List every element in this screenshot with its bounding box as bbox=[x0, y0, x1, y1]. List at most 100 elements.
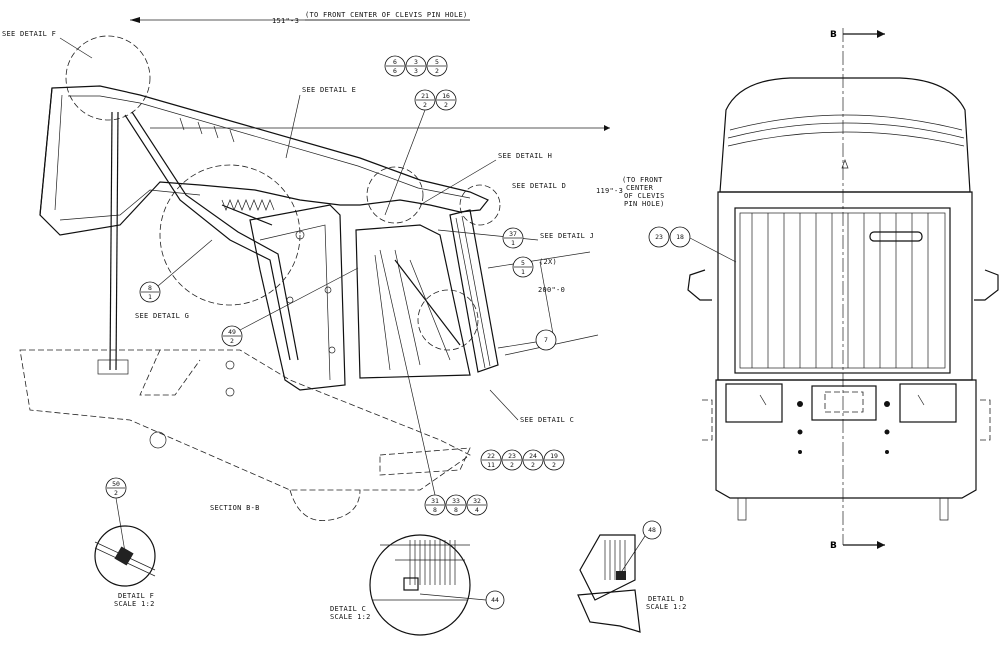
detail-d-scale: SCALE 1:2 bbox=[646, 603, 687, 611]
balloon: 502 bbox=[105, 477, 127, 499]
leader-line bbox=[59, 37, 93, 59]
balloon: 324 bbox=[466, 494, 488, 516]
svg-text:3: 3 bbox=[414, 58, 418, 66]
svg-text:48: 48 bbox=[648, 526, 656, 534]
mid-dimension: 200"-0 bbox=[538, 286, 565, 294]
see-detail-j-label: SEE DETAIL J bbox=[540, 232, 594, 240]
see-detail-g-label: SEE DETAIL G bbox=[135, 312, 189, 320]
balloon: 18 bbox=[669, 226, 691, 248]
svg-text:1: 1 bbox=[148, 293, 152, 301]
svg-text:5: 5 bbox=[521, 259, 525, 267]
svg-text:1: 1 bbox=[521, 268, 525, 276]
balloon: 212 bbox=[414, 89, 436, 111]
right-dim-note-1: (TO FRONT bbox=[622, 176, 663, 184]
radiator bbox=[355, 209, 499, 379]
gas-spring bbox=[221, 199, 275, 226]
svg-text:2: 2 bbox=[230, 337, 234, 345]
balloon: 7 bbox=[535, 329, 557, 351]
svg-text:22: 22 bbox=[487, 452, 495, 460]
see-detail-f-label: SEE DETAIL F bbox=[2, 30, 56, 38]
svg-text:16: 16 bbox=[442, 92, 450, 100]
balloon: 51 bbox=[512, 256, 534, 278]
svg-text:3: 3 bbox=[414, 67, 418, 75]
svg-text:1: 1 bbox=[511, 239, 515, 247]
svg-text:50: 50 bbox=[112, 480, 120, 488]
balloon: 48 bbox=[642, 520, 662, 540]
dimension-value: 151"-3 bbox=[272, 17, 299, 25]
svg-text:8: 8 bbox=[148, 284, 152, 292]
balloon: 66 bbox=[384, 55, 406, 77]
svg-text:4: 4 bbox=[475, 506, 479, 514]
balloon: 192 bbox=[543, 449, 565, 471]
detail-f-scale: SCALE 1:2 bbox=[114, 600, 155, 608]
detail-h-circle bbox=[366, 166, 424, 224]
dimension-note: (TO FRONT CENTER OF CLEVIS PIN HOLE) bbox=[305, 11, 468, 19]
see-detail-h-label: SEE DETAIL H bbox=[498, 152, 552, 160]
svg-text:2: 2 bbox=[531, 461, 535, 469]
detail-f-title: DETAIL F bbox=[118, 592, 154, 600]
see-detail-d-label: SEE DETAIL D bbox=[512, 182, 566, 190]
svg-text:2: 2 bbox=[435, 67, 439, 75]
detail-c-title: DETAIL C bbox=[330, 605, 366, 613]
svg-text:49: 49 bbox=[228, 328, 236, 336]
balloon: 44 bbox=[485, 590, 505, 610]
svg-text:2: 2 bbox=[552, 461, 556, 469]
svg-text:5: 5 bbox=[435, 58, 439, 66]
svg-text:19: 19 bbox=[550, 452, 558, 460]
hood-side-view bbox=[39, 85, 610, 375]
svg-text:8: 8 bbox=[454, 506, 458, 514]
svg-text:6: 6 bbox=[393, 58, 397, 66]
right-dim-note-2: CENTER bbox=[626, 184, 654, 192]
balloon: 242 bbox=[522, 449, 544, 471]
section-marker-bottom: B bbox=[830, 541, 837, 551]
balloon: 52 bbox=[426, 55, 448, 77]
svg-text:21: 21 bbox=[421, 92, 429, 100]
svg-text:23: 23 bbox=[508, 452, 516, 460]
detail-d-circle bbox=[459, 184, 501, 226]
detail-c-scale: SCALE 1:2 bbox=[330, 613, 371, 621]
top-dimension: 151"-3 (TO FRONT CENTER OF CLEVIS PIN HO… bbox=[130, 11, 470, 25]
section-title: SECTION B-B bbox=[210, 504, 260, 512]
balloon: 371 bbox=[502, 227, 524, 249]
right-dim-note-3: OF CLEVIS bbox=[624, 192, 665, 200]
see-detail-e-label: SEE DETAIL E bbox=[302, 86, 356, 94]
right-dimension-note: 119"-3 (TO FRONT CENTER OF CLEVIS PIN HO… bbox=[596, 176, 665, 208]
qty-note: (2X) bbox=[539, 258, 557, 266]
svg-text:31: 31 bbox=[431, 497, 439, 505]
detail-d: DETAIL D SCALE 1:2 bbox=[577, 534, 687, 633]
detail-d-title: DETAIL D bbox=[648, 595, 684, 603]
balloon: 338 bbox=[445, 494, 467, 516]
svg-text:6: 6 bbox=[393, 67, 397, 75]
detail-c: DETAIL C SCALE 1:2 bbox=[330, 534, 471, 636]
svg-text:8: 8 bbox=[433, 506, 437, 514]
svg-text:23: 23 bbox=[655, 233, 663, 241]
svg-text:2: 2 bbox=[510, 461, 514, 469]
svg-text:24: 24 bbox=[529, 452, 537, 460]
balloon: 318 bbox=[424, 494, 446, 516]
balloon: 162 bbox=[435, 89, 457, 111]
detail-g-circle bbox=[159, 164, 301, 306]
right-dim-value: 119"-3 bbox=[596, 187, 623, 195]
front-view: B B bbox=[687, 28, 999, 551]
chassis-frame bbox=[19, 349, 471, 522]
see-detail-c-label: SEE DETAIL C bbox=[520, 416, 574, 424]
svg-text:32: 32 bbox=[473, 497, 481, 505]
balloon: 23 bbox=[648, 226, 670, 248]
svg-text:33: 33 bbox=[452, 497, 460, 505]
svg-text:37: 37 bbox=[509, 230, 517, 238]
balloon: 232 bbox=[501, 449, 523, 471]
section-marker-top: B bbox=[830, 30, 837, 40]
balloon: 33 bbox=[405, 55, 427, 77]
svg-text:18: 18 bbox=[676, 233, 684, 241]
detail-f: DETAIL F SCALE 1:2 bbox=[94, 525, 156, 608]
balloon: 81 bbox=[139, 281, 161, 303]
detail-f-circle bbox=[65, 35, 151, 121]
svg-text:11: 11 bbox=[487, 461, 495, 469]
balloon: 492 bbox=[221, 325, 243, 347]
mount-bracket bbox=[249, 204, 346, 391]
svg-text:44: 44 bbox=[491, 596, 499, 604]
svg-text:2: 2 bbox=[114, 489, 118, 497]
